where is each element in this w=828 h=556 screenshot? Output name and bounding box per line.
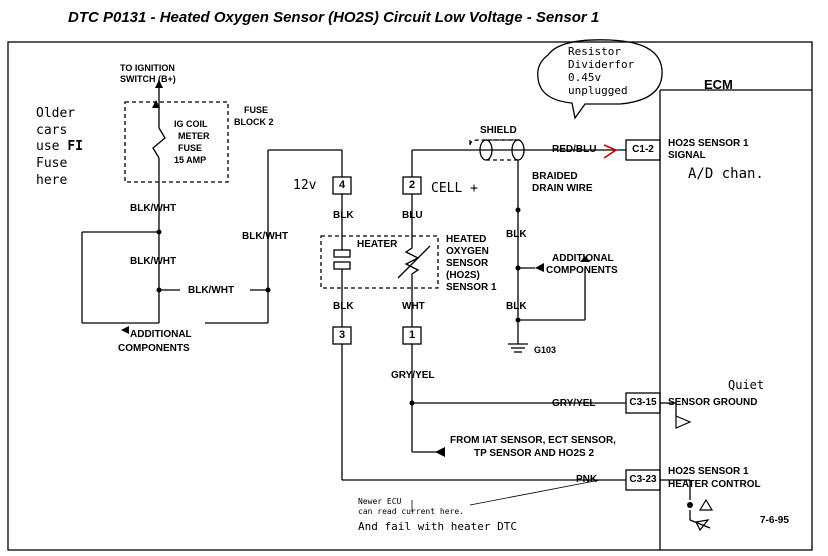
- older-line-4: Fuse: [36, 156, 68, 171]
- older-line-3: use FI: [36, 140, 83, 153]
- sensor-line-4: (HO2S): [446, 270, 480, 281]
- pin-3: 3: [338, 329, 346, 341]
- note-12v: 12v: [293, 178, 317, 193]
- wire-blk-wht-left: BLK/WHT: [242, 231, 289, 242]
- wire-blk-wht-1: BLK/WHT: [130, 203, 177, 214]
- red-marker: [603, 144, 618, 159]
- older-line-3-fi: FI: [67, 139, 83, 154]
- note-cell: CELL +: [431, 181, 478, 196]
- wire-gry-yel-horizontal: GRY/YEL: [552, 398, 596, 409]
- additional-components-right-2: COMPONENTS: [546, 265, 618, 276]
- older-line-1: Older: [36, 106, 76, 121]
- fuse-line-3: FUSE: [178, 143, 203, 153]
- ignition-label-2: SWITCH (B+): [120, 74, 176, 84]
- ecm-signal-line-2: SIGNAL: [668, 150, 706, 161]
- sensor-line-3: SENSOR: [446, 258, 489, 269]
- wire-pnk: PNK: [576, 474, 598, 485]
- wire-blk-top: BLK: [333, 210, 354, 221]
- wire-blu: BLU: [402, 210, 423, 221]
- additional-components-left-2: COMPONENTS: [118, 343, 190, 354]
- pin-2: 2: [408, 179, 416, 191]
- note-newer-line-1: Newer ECU: [358, 497, 402, 506]
- older-line-2: cars: [36, 123, 68, 138]
- wire-blk-wht-2: BLK/WHT: [130, 256, 177, 267]
- fuse-line-1: IG COIL: [174, 119, 208, 129]
- fuse-block-line-2: BLOCK 2: [234, 117, 274, 127]
- ecm-signal-line-1: HO2S SENSOR 1: [668, 138, 749, 149]
- older-line-5: here: [36, 173, 68, 188]
- wire-wht: WHT: [402, 301, 425, 312]
- wire-blk-bottom: BLK: [333, 301, 354, 312]
- fuse-line-2: METER: [178, 131, 210, 141]
- pin-4: 4: [338, 179, 346, 191]
- wire-blk-drain-1: BLK: [506, 229, 527, 240]
- sensor-line-5: SENSOR 1: [446, 282, 497, 293]
- diagram-border: [7, 41, 813, 551]
- connector-c1-2: C1-2: [632, 144, 654, 155]
- bubble-line-3: 0.45v: [568, 71, 602, 84]
- ignition-label-1: TO IGNITION: [120, 63, 175, 73]
- ecm-heater-line-2: HEATER CONTROL: [668, 479, 761, 490]
- date-label: 7-6-95: [760, 515, 789, 526]
- additional-components-left-1: ADDITIONAL: [130, 329, 192, 340]
- wire-blk-wht-3: BLK/WHT: [188, 285, 235, 296]
- diagram-title: DTC P0131 - Heated Oxygen Sensor (HO2S) …: [68, 9, 600, 26]
- wire-blk-drain-2: BLK: [506, 301, 527, 312]
- braided-line-2: DRAIN WIRE: [532, 183, 593, 194]
- bubble-line-2: Dividerfor: [568, 58, 635, 71]
- ecm-label: ECM: [704, 77, 733, 92]
- shield-label: SHIELD: [480, 125, 517, 136]
- sensor-line-2: OXYGEN: [446, 246, 489, 257]
- note-ad-chan: A/D chan.: [688, 166, 764, 182]
- speech-bubble: [537, 39, 663, 120]
- additional-components-right-1: ADDITIONAL: [552, 253, 614, 264]
- ecm-heater-line-1: HO2S SENSOR 1: [668, 466, 749, 477]
- note-and-fail: And fail with heater DTC: [358, 520, 517, 533]
- fuse-line-4: 15 AMP: [174, 155, 207, 165]
- ecm-sensor-ground: SENSOR GROUND: [668, 397, 758, 408]
- note-quiet: Quiet: [728, 378, 765, 392]
- heater-label: HEATER: [357, 239, 398, 250]
- from-sensors-line-1: FROM IAT SENSOR, ECT SENSOR,: [450, 435, 616, 446]
- older-line-3-text: use: [36, 139, 68, 154]
- bubble-line-4: unplugged: [568, 84, 628, 97]
- braided-line-1: BRAIDED: [532, 171, 578, 182]
- fuse-block-line-1: FUSE: [244, 105, 269, 115]
- wire-red-blu: RED/BLU: [552, 144, 597, 155]
- connector-c3-15: C3-15: [629, 397, 657, 408]
- note-newer-line-2: can read current here.: [358, 507, 464, 516]
- fuse-block-outline: [124, 101, 229, 183]
- connector-c3-23: C3-23: [629, 474, 657, 485]
- sensor-line-1: HEATED: [446, 234, 487, 245]
- wire-gry-yel-vertical: GRY/YEL: [391, 370, 435, 381]
- ground-label: G103: [534, 345, 557, 355]
- from-sensors-line-2: TP SENSOR AND HO2S 2: [474, 448, 595, 459]
- bubble-line-1: Resistor: [568, 45, 621, 58]
- pin-1: 1: [408, 329, 416, 341]
